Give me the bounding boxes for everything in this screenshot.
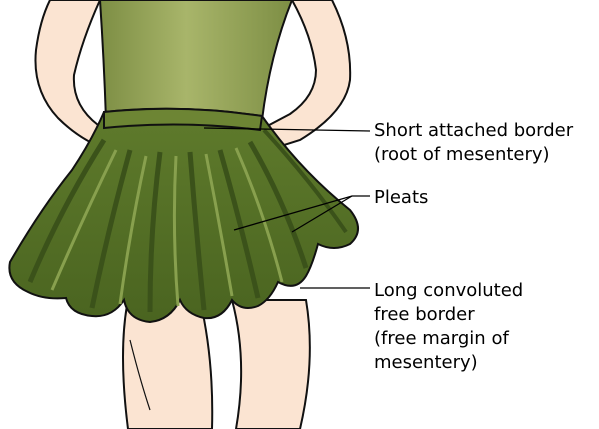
label-line: Short attached border xyxy=(374,119,573,143)
label-line: (root of mesentery) xyxy=(374,143,573,167)
label-line: (free margin of xyxy=(374,327,523,351)
label-long-convoluted-free-border: Long convoluted free border (free margin… xyxy=(374,279,523,375)
bodice xyxy=(100,0,292,120)
label-line: free border xyxy=(374,303,523,327)
label-line: Pleats xyxy=(374,186,428,210)
label-short-attached-border: Short attached border (root of mesentery… xyxy=(374,119,573,167)
label-pleats: Pleats xyxy=(374,186,428,210)
label-line: mesentery) xyxy=(374,351,523,375)
skirt xyxy=(9,109,358,322)
label-line: Long convoluted xyxy=(374,279,523,303)
